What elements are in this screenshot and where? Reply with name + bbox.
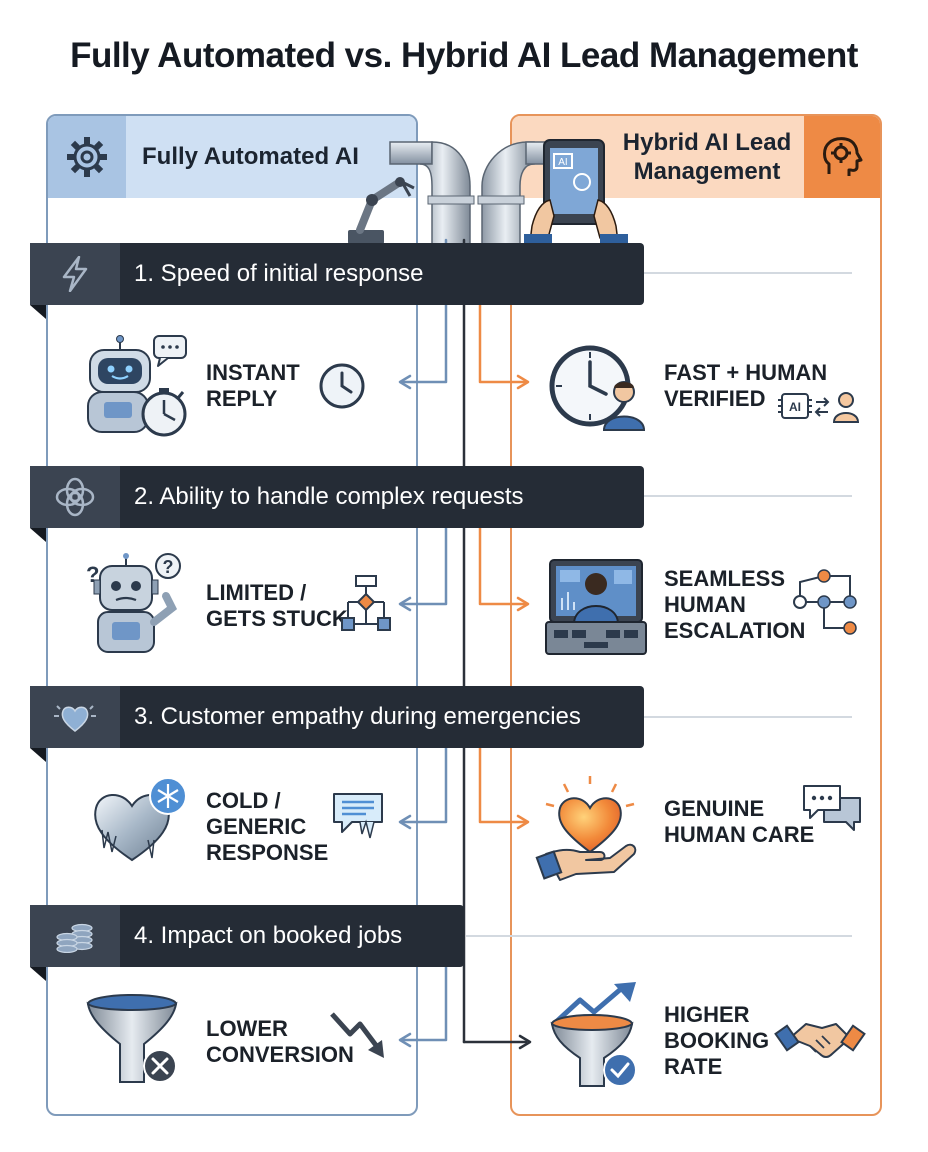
fully-automated-header: Fully Automated AI bbox=[48, 116, 416, 198]
cell-line: LOWER bbox=[206, 1016, 288, 1041]
frozen-heart-icon bbox=[94, 777, 187, 862]
flowchart-icon bbox=[341, 575, 391, 631]
knot-icon bbox=[30, 466, 120, 528]
cell-line: GETS STUCK bbox=[206, 606, 348, 631]
row-band-empathy: 3. Customer empathy during emergencies bbox=[30, 686, 644, 762]
gear-icon bbox=[48, 116, 126, 198]
row-label-complex: 2. Ability to handle complex requests bbox=[134, 483, 524, 510]
cell-line: GENUINE bbox=[664, 796, 765, 821]
trend-down-icon bbox=[330, 1012, 384, 1058]
cell-left-empathy: COLD / GENERIC RESPONSE bbox=[206, 788, 328, 866]
cell-line: INSTANT bbox=[206, 360, 300, 385]
confused-robot-icon: ? ? bbox=[86, 553, 181, 653]
stopwatch-icon bbox=[141, 388, 187, 437]
operator-desk-icon bbox=[545, 559, 647, 655]
pipes-illustration: AI bbox=[348, 139, 628, 246]
clock-icon bbox=[319, 363, 365, 409]
hybrid-label-line2: Management bbox=[633, 158, 781, 185]
heart-hand-icon bbox=[535, 776, 637, 881]
cell-right-speed: FAST + HUMAN VERIFIED bbox=[664, 360, 827, 412]
cell-line: ESCALATION bbox=[664, 618, 806, 643]
row-band-complex: 2. Ability to handle complex requests bbox=[30, 466, 644, 542]
cell-line: HUMAN CARE bbox=[664, 822, 815, 847]
network-icon bbox=[793, 569, 857, 635]
band-fold bbox=[30, 528, 46, 542]
hybrid-label-line1: Hybrid AI Lead bbox=[622, 129, 792, 156]
row-label-empathy: 3. Customer empathy during emergencies bbox=[134, 703, 581, 730]
chat-bubbles-icon bbox=[803, 785, 861, 831]
ai-chip-icon: AI bbox=[778, 393, 812, 419]
page-title: Fully Automated vs. Hybrid AI Lead Manag… bbox=[70, 36, 858, 75]
tablet-ai-label: AI bbox=[558, 157, 567, 168]
robot-arm-icon bbox=[348, 177, 415, 244]
cell-right-complex: SEAMLESS HUMAN ESCALATION bbox=[664, 566, 805, 644]
cell-line: CONVERSION bbox=[206, 1042, 354, 1067]
cell-line: REPLY bbox=[206, 386, 278, 411]
cell-right-impact: HIGHER BOOKING RATE bbox=[664, 1002, 769, 1080]
row-guide-3 bbox=[644, 716, 852, 718]
band-fold bbox=[30, 967, 46, 981]
cell-line: SEAMLESS bbox=[664, 566, 786, 591]
row-band-impact: 4. Impact on booked jobs bbox=[30, 905, 464, 981]
cell-right-empathy: GENUINE HUMAN CARE bbox=[664, 796, 814, 848]
row-guide-4 bbox=[466, 935, 852, 937]
funnel-check-icon bbox=[550, 982, 637, 1087]
cell-line: RESPONSE bbox=[206, 840, 329, 865]
row-guide-2 bbox=[644, 495, 852, 497]
ai-chip-label: AI bbox=[789, 400, 801, 414]
coins-icon bbox=[30, 905, 120, 967]
cell-line: HIGHER bbox=[664, 1002, 750, 1027]
row-label-impact: 4. Impact on booked jobs bbox=[134, 922, 403, 949]
clock-person-icon bbox=[549, 345, 646, 431]
hybrid-label: Hybrid AI Lead Management bbox=[612, 128, 802, 186]
svg-text:?: ? bbox=[163, 557, 174, 577]
fully-automated-label: Fully Automated AI bbox=[142, 143, 359, 170]
row-guide-1 bbox=[644, 272, 852, 274]
cell-line: FAST + HUMAN bbox=[664, 360, 828, 385]
cell-line: GENERIC bbox=[206, 814, 307, 839]
head-gear-icon bbox=[804, 116, 880, 198]
cell-line: BOOKING bbox=[664, 1028, 770, 1053]
handshake-icon bbox=[774, 1023, 866, 1058]
cell-left-complex: LIMITED / GETS STUCK bbox=[206, 580, 348, 632]
cell-line: RATE bbox=[664, 1054, 723, 1079]
cell-line: VERIFIED bbox=[664, 386, 766, 411]
tablet-hands-icon: AI bbox=[524, 139, 628, 246]
row-label-speed: 1. Speed of initial response bbox=[134, 260, 424, 287]
row-band-speed: 1. Speed of initial response bbox=[30, 243, 644, 319]
heart-icon bbox=[30, 686, 120, 748]
person-icon bbox=[814, 392, 860, 423]
cell-left-speed: INSTANT REPLY bbox=[206, 360, 300, 412]
funnel-x-icon bbox=[86, 994, 178, 1083]
cell-line: HUMAN bbox=[664, 592, 746, 617]
band-fold bbox=[30, 305, 46, 319]
lightning-icon bbox=[30, 243, 120, 305]
cell-left-impact: LOWER CONVERSION bbox=[206, 1016, 354, 1068]
band-fold bbox=[30, 748, 46, 762]
robot-icon bbox=[87, 335, 187, 437]
frozen-chat-icon bbox=[333, 793, 383, 839]
cell-line: COLD / bbox=[206, 788, 281, 813]
cell-line: LIMITED / bbox=[206, 580, 307, 605]
